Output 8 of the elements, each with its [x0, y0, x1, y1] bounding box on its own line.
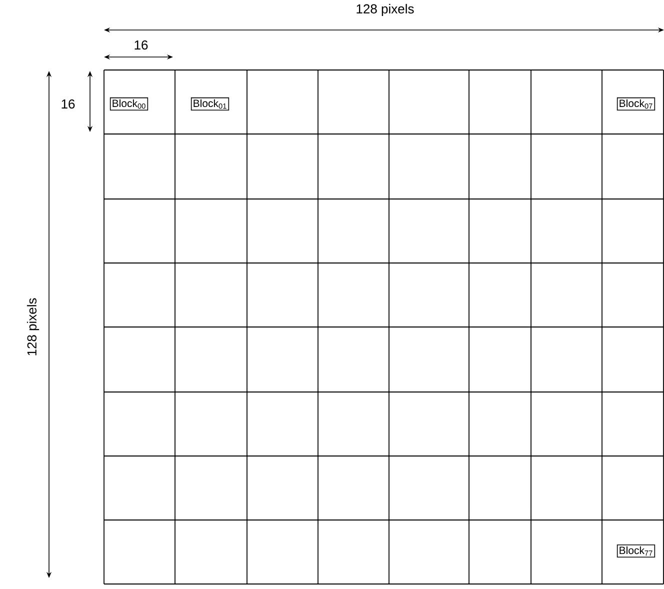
dimension-label: 128 pixels	[26, 298, 40, 356]
block-label: Block$_{07}$	[616, 97, 656, 111]
block-label: Block$_{01}$	[190, 97, 230, 111]
dimension-label: 16	[134, 40, 148, 50]
dimension-label: 128 pixels	[356, 4, 414, 16]
dimension-label: 16	[62, 99, 75, 109]
block-label: Block$_{00}$	[110, 97, 148, 111]
block-label: Block$_{77}$	[616, 544, 656, 558]
